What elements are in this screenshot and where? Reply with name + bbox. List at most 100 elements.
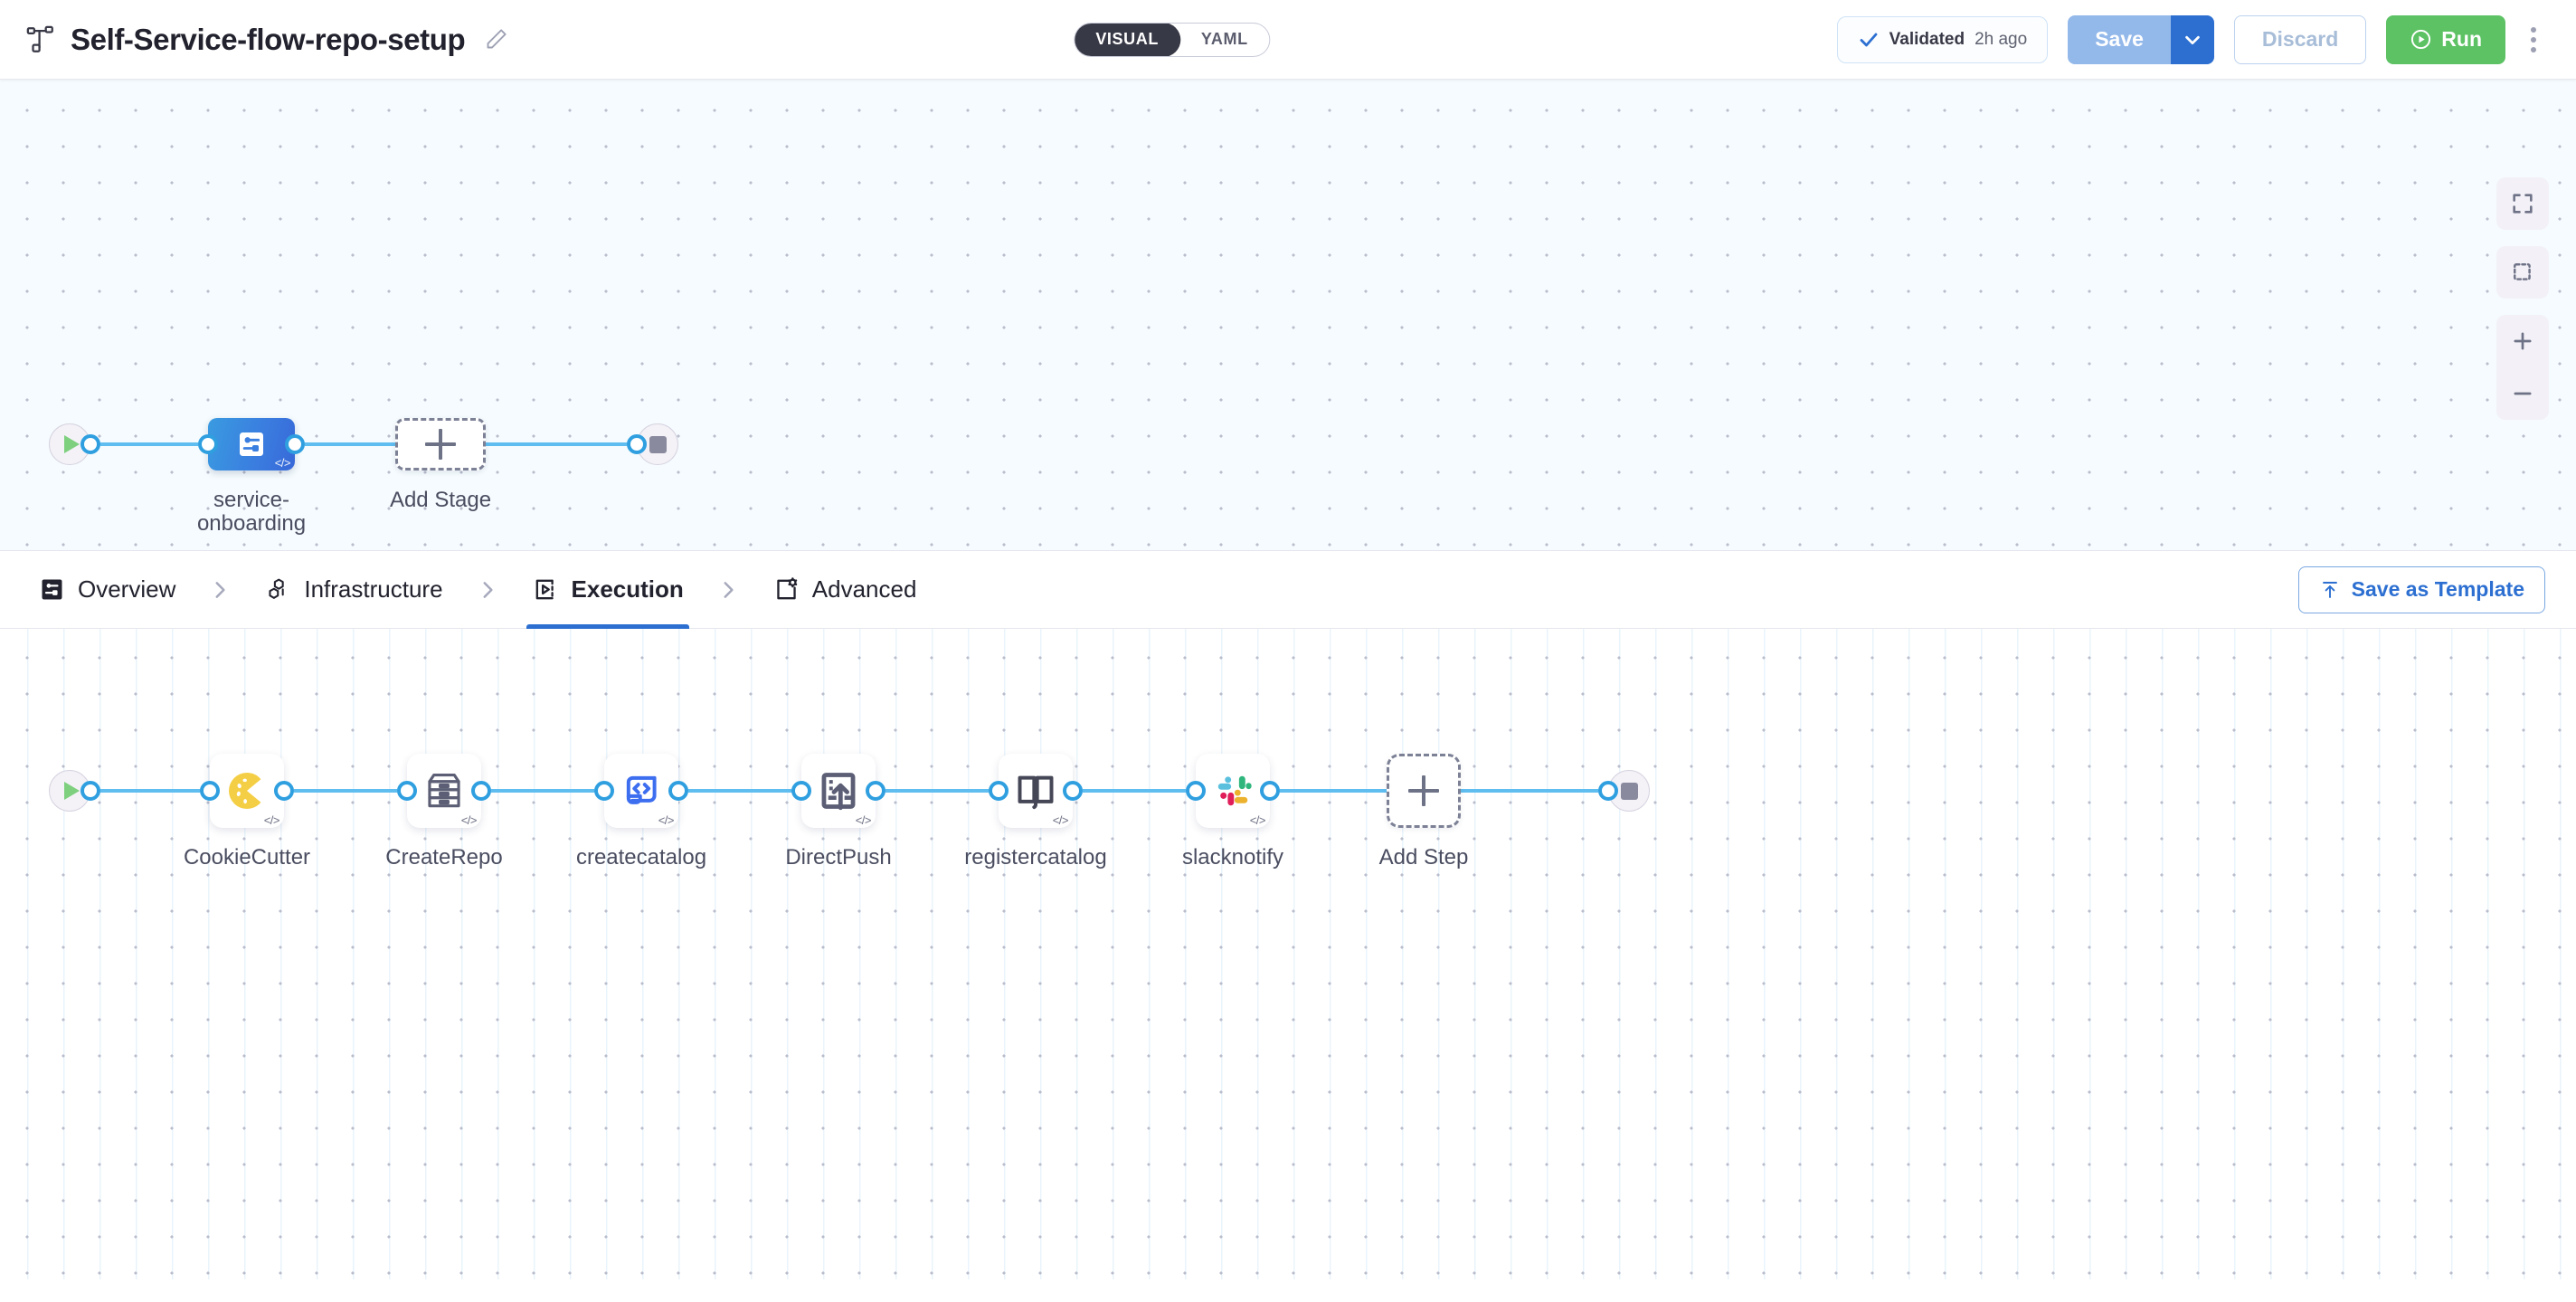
tab-infrastructure[interactable]: Infrastructure	[259, 551, 448, 628]
overview-icon	[38, 575, 66, 603]
header-actions: Validated 2h ago Save Discard Run	[1836, 14, 2545, 64]
connector-port[interactable]	[627, 434, 647, 454]
add-step-label: Add Step	[1378, 845, 1469, 870]
play-circle-icon	[2410, 28, 2432, 51]
toggle-visual[interactable]: VISUAL	[1075, 23, 1180, 56]
view-mode-toggle[interactable]: VISUAL YAML	[1074, 22, 1271, 57]
play-start-icon	[64, 782, 80, 800]
step-node-cookiecutter[interactable]: </> CookieCutter	[184, 754, 310, 869]
execution-steps-canvas[interactable]: </> CookieCutter </>	[0, 629, 2576, 1279]
connector-port[interactable]	[397, 781, 417, 801]
connector-port[interactable]	[1260, 781, 1280, 801]
connector-port[interactable]	[80, 434, 100, 454]
step-node-body[interactable]: </>	[999, 754, 1073, 828]
chevron-right-icon	[476, 578, 499, 602]
add-stage-node[interactable]: Add Stage	[390, 418, 491, 511]
infrastructure-hex-icon	[264, 575, 292, 603]
stage-node-service-onboarding[interactable]: </> service-onboarding	[197, 418, 306, 535]
add-step-node[interactable]: Add Step	[1379, 754, 1468, 869]
connector-port[interactable]	[198, 434, 218, 454]
step-node-label: CreateRepo	[385, 845, 503, 870]
step-node-slacknotify[interactable]: </> slacknotify	[1182, 754, 1283, 869]
canvas-controls[interactable]	[2496, 177, 2549, 420]
code-badge: </>	[263, 813, 280, 827]
run-button[interactable]: Run	[2386, 14, 2505, 64]
pipeline-nodes-icon	[25, 24, 56, 55]
connector-port[interactable]	[594, 781, 614, 801]
connector-port[interactable]	[1598, 781, 1618, 801]
kebab-menu-icon[interactable]	[2522, 22, 2545, 58]
step-node-body[interactable]: </>	[801, 754, 876, 828]
connector-port[interactable]	[1063, 781, 1083, 801]
connector-port[interactable]	[989, 781, 1009, 801]
select-area-button[interactable]	[2496, 246, 2549, 299]
check-icon	[1858, 29, 1880, 51]
stage-canvas[interactable]: </> service-onboarding Add Stage	[0, 80, 2576, 550]
code-badge: </>	[855, 813, 872, 827]
discard-button[interactable]: Discard	[2233, 14, 2367, 64]
tab-execution-label: Execution	[571, 575, 684, 603]
connector-port[interactable]	[1186, 781, 1206, 801]
cookiecutter-cookie-icon	[229, 773, 261, 809]
step-node-body[interactable]: </>	[210, 754, 284, 828]
connector-port[interactable]	[80, 781, 100, 801]
zoom-out-button[interactable]	[2496, 367, 2549, 420]
zoom-in-button[interactable]	[2496, 315, 2549, 367]
stage-service-icon	[240, 432, 263, 456]
page-title: Self-Service-flow-repo-setup	[71, 22, 466, 56]
code-badge: </>	[1249, 813, 1266, 827]
stop-end-icon	[1620, 782, 1638, 800]
run-label: Run	[2441, 27, 2482, 51]
app-header: Self-Service-flow-repo-setup VISUAL YAML…	[0, 0, 2576, 80]
plus-icon	[1408, 775, 1439, 806]
chevron-right-icon	[208, 578, 232, 602]
code-badge: </>	[274, 456, 291, 470]
step-node-directpush[interactable]: </> DirectPush	[785, 754, 892, 869]
connector-port[interactable]	[471, 781, 491, 801]
add-step-button[interactable]	[1387, 754, 1461, 828]
plus-icon	[425, 429, 456, 460]
add-stage-button[interactable]	[395, 418, 486, 470]
toggle-yaml[interactable]: YAML	[1179, 24, 1270, 56]
step-node-body[interactable]: </>	[407, 754, 481, 828]
push-upload-icon	[821, 773, 856, 811]
save-as-template-button[interactable]: Save as Template	[2297, 565, 2545, 613]
connector-port[interactable]	[866, 781, 886, 801]
connector-port[interactable]	[668, 781, 688, 801]
tab-overview-label: Overview	[78, 575, 176, 603]
fit-to-screen-button[interactable]	[2496, 177, 2549, 230]
repo-drawers-icon	[428, 773, 460, 808]
step-node-createrepo[interactable]: </> CreateRepo	[385, 754, 503, 869]
pencil-edit-icon[interactable]	[479, 27, 508, 52]
zoom-control-stack[interactable]	[2496, 315, 2549, 420]
step-node-label: createcatalog	[575, 845, 707, 870]
code-window-icon	[626, 775, 657, 804]
play-start-icon	[64, 435, 80, 453]
code-badge: </>	[460, 813, 478, 827]
execution-play-box-icon	[532, 575, 560, 603]
tab-execution[interactable]: Execution	[526, 551, 690, 629]
save-button-group[interactable]: Save	[2068, 14, 2214, 64]
tab-overview[interactable]: Overview	[33, 551, 181, 628]
connector-port[interactable]	[791, 781, 811, 801]
connector-port[interactable]	[274, 781, 294, 801]
advanced-gear-icon	[772, 575, 800, 603]
stage-config-tabbar[interactable]: Overview Infrastructure	[0, 550, 2576, 629]
step-node-registercatalog[interactable]: </> registercatalog	[964, 754, 1107, 869]
stage-node-body[interactable]: </>	[208, 418, 295, 470]
tab-advanced[interactable]: Advanced	[767, 551, 923, 628]
step-node-body[interactable]: </>	[604, 754, 678, 828]
step-node-createcatalog[interactable]: </> createcatalog	[576, 754, 706, 869]
select-area-icon	[2510, 260, 2535, 285]
save-dropdown-button[interactable]	[2170, 14, 2214, 64]
connector-port[interactable]	[285, 434, 305, 454]
slack-icon	[1217, 775, 1252, 806]
step-node-body[interactable]: </>	[1196, 754, 1270, 828]
save-button[interactable]: Save	[2068, 14, 2171, 64]
chevron-down-icon	[2183, 30, 2202, 50]
code-badge: </>	[1052, 813, 1069, 827]
connector-port[interactable]	[200, 781, 220, 801]
code-badge: </>	[658, 813, 675, 827]
step-node-label: DirectPush	[785, 845, 892, 870]
stage-node-label: service-onboarding	[196, 488, 307, 536]
